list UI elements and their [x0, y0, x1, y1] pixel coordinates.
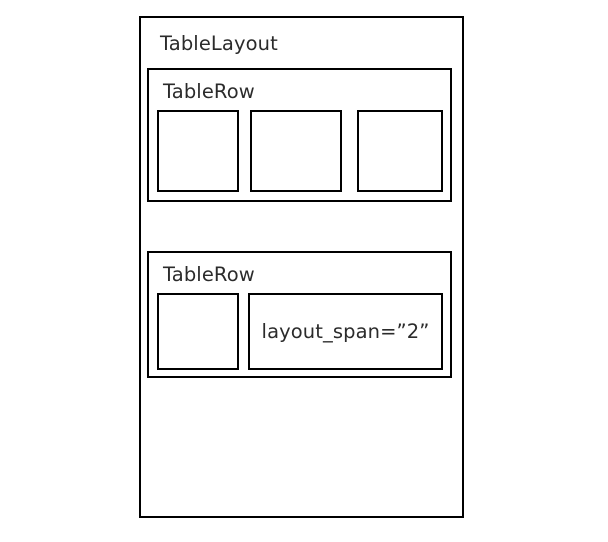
table-row-1-label: TableRow — [163, 80, 255, 103]
table-row-2-label: TableRow — [163, 263, 255, 286]
table-row-1-cell-2 — [250, 110, 342, 192]
table-row-2-cell-1 — [157, 293, 239, 370]
table-row-1-cell-3 — [357, 110, 443, 192]
table-layout-label: TableLayout — [160, 32, 278, 55]
layout-span-attribute-text: layout_span=”2” — [261, 319, 430, 343]
table-row-1-cell-1 — [157, 110, 239, 192]
table-row-2: TableRow layout_span=”2” — [147, 251, 452, 378]
table-layout-container: TableLayout TableRow TableRow layout_spa… — [139, 16, 464, 518]
table-row-2-cell-span: layout_span=”2” — [248, 293, 443, 370]
table-row-1: TableRow — [147, 68, 452, 202]
